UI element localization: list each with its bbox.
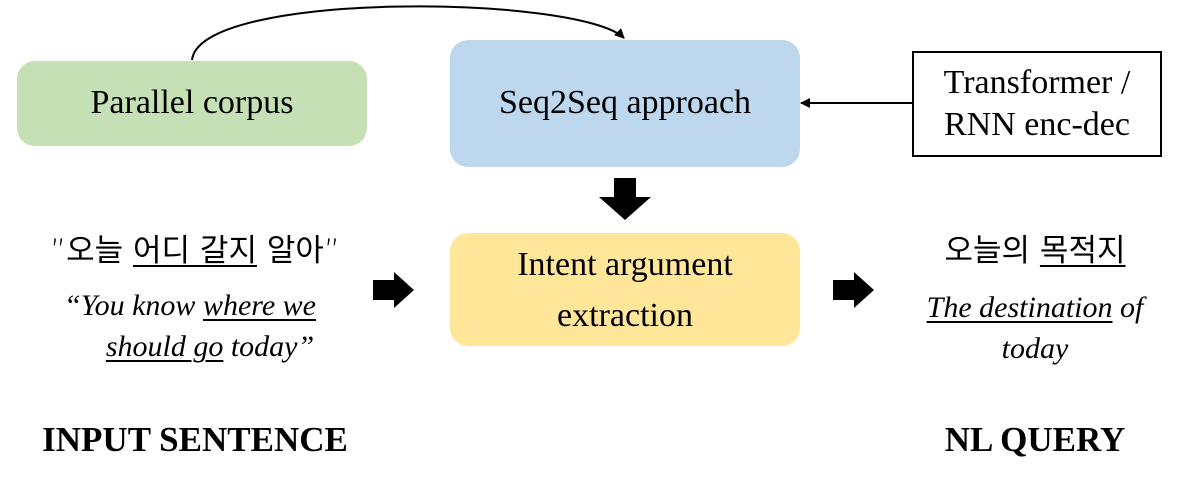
corpus-to-seq2seq-arrow bbox=[191, 5, 625, 61]
transformer-label-line2: RNN enc-dec bbox=[944, 106, 1130, 143]
english-input-sentence: “You know where we should go today” bbox=[0, 286, 380, 367]
english-input-underlined-1: where we bbox=[202, 289, 316, 322]
korean-query: 오늘의 목적지 bbox=[880, 225, 1178, 270]
transformer-node: Transformer / RNN enc-dec bbox=[912, 51, 1162, 157]
korean-input-underlined: 어디 갈지 bbox=[133, 233, 257, 269]
korean-query-pre: 오늘의 bbox=[944, 233, 1040, 269]
english-input-post: today” bbox=[223, 329, 315, 363]
english-input-pre: “You know bbox=[64, 289, 203, 322]
english-query-underlined: The destination bbox=[926, 291, 1113, 324]
english-query: The destination of today bbox=[880, 288, 1178, 369]
parallel-corpus-label: Parallel corpus bbox=[90, 84, 294, 122]
intent-extraction-node: Intent argument extraction bbox=[450, 233, 800, 346]
input-sentence-heading: INPUT SENTENCE bbox=[42, 420, 348, 459]
seq2seq-label: Seq2Seq approach bbox=[498, 84, 752, 122]
korean-input-open: ”오늘 bbox=[50, 233, 134, 269]
korean-input-close: 알아” bbox=[256, 233, 340, 269]
intent-label-line1: Intent argument bbox=[517, 245, 733, 283]
seq2seq-to-intent-arrow bbox=[599, 178, 651, 220]
seq2seq-node: Seq2Seq approach bbox=[450, 40, 800, 167]
korean-query-underlined: 목적지 bbox=[1039, 233, 1126, 269]
english-query-post-1: of bbox=[1112, 291, 1144, 324]
korean-input-sentence: ”오늘 어디 갈지 알아” bbox=[0, 225, 390, 270]
intent-to-query-arrow bbox=[833, 272, 874, 308]
parallel-corpus-node: Parallel corpus bbox=[17, 61, 367, 146]
input-to-intent-arrow bbox=[373, 272, 414, 308]
english-input-underlined-2: should go bbox=[105, 329, 224, 363]
english-query-post-2: today bbox=[1001, 331, 1069, 365]
nl-query-heading: NL QUERY bbox=[944, 420, 1126, 459]
transformer-label-line1: Transformer / bbox=[943, 63, 1131, 101]
intent-label-line2: extraction bbox=[557, 296, 693, 334]
